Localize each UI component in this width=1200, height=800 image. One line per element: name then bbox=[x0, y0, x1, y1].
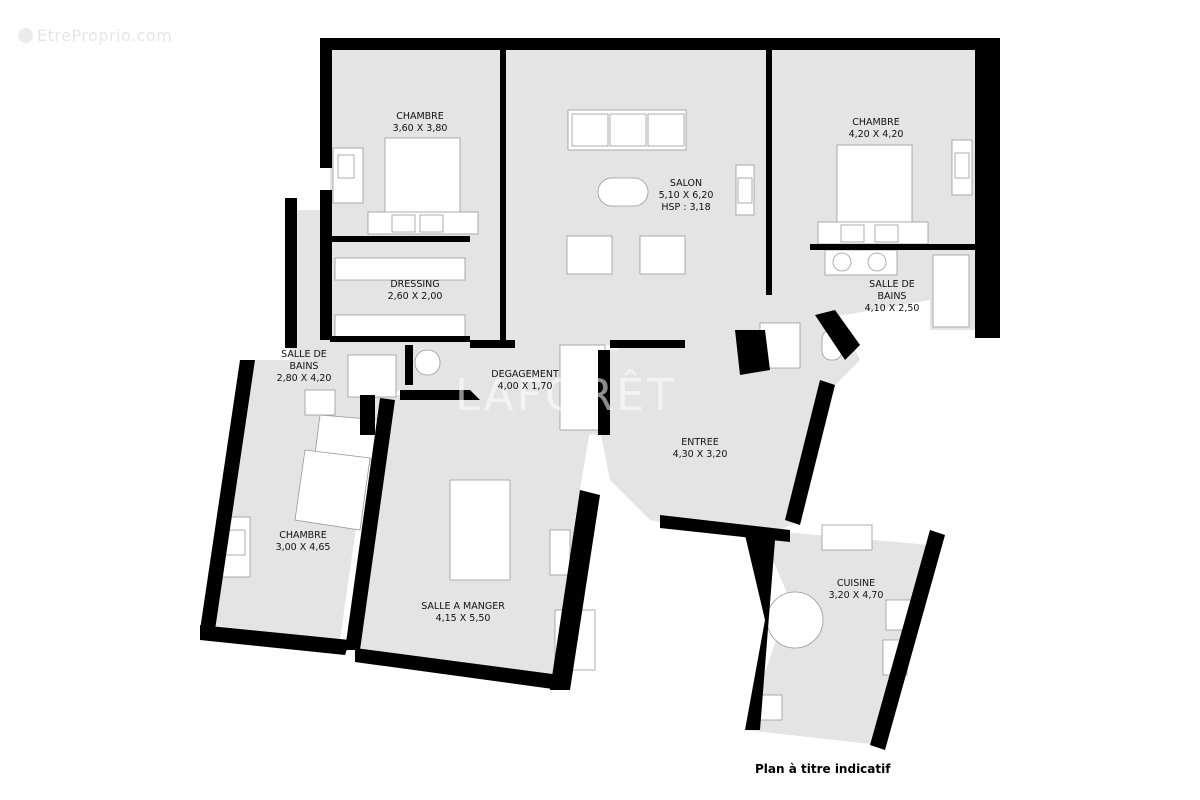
room-label-salon: SALON 5,10 X 6,20 HSP : 3,18 bbox=[658, 178, 714, 213]
room-label-cuisine: CUISINE 3,20 X 4,70 bbox=[828, 578, 884, 601]
walls bbox=[200, 38, 1000, 750]
room-label-entree: ENTREE 4,30 X 3,20 bbox=[672, 437, 728, 460]
room-label-salle-a-manger: SALLE A MANGER 4,15 X 5,50 bbox=[421, 601, 505, 624]
disclaimer-note: Plan à titre indicatif bbox=[755, 762, 891, 776]
room-label-degagement: DEGAGEMENT 4,00 X 1,70 bbox=[491, 369, 559, 392]
room-label-salle-de-bains-1: SALLE DE BAINS 4,10 X 2,50 bbox=[864, 279, 920, 314]
room-label-chambre-3: CHAMBRE 3,00 X 4,65 bbox=[275, 530, 331, 553]
room-label-salle-de-bains-2: SALLE DE BAINS 2,80 X 4,20 bbox=[276, 349, 332, 384]
brand-watermark: LAFORÊT bbox=[455, 370, 677, 421]
furniture bbox=[219, 109, 973, 721]
room-label-chambre-2: CHAMBRE 4,20 X 4,20 bbox=[848, 117, 904, 140]
logo-icon bbox=[18, 28, 33, 43]
room-label-chambre-1: CHAMBRE 3,60 X 3,80 bbox=[392, 111, 448, 134]
room-label-dressing: DRESSING 2,60 X 2,00 bbox=[387, 279, 443, 302]
site-watermark: EtreProprio.com bbox=[18, 26, 172, 45]
